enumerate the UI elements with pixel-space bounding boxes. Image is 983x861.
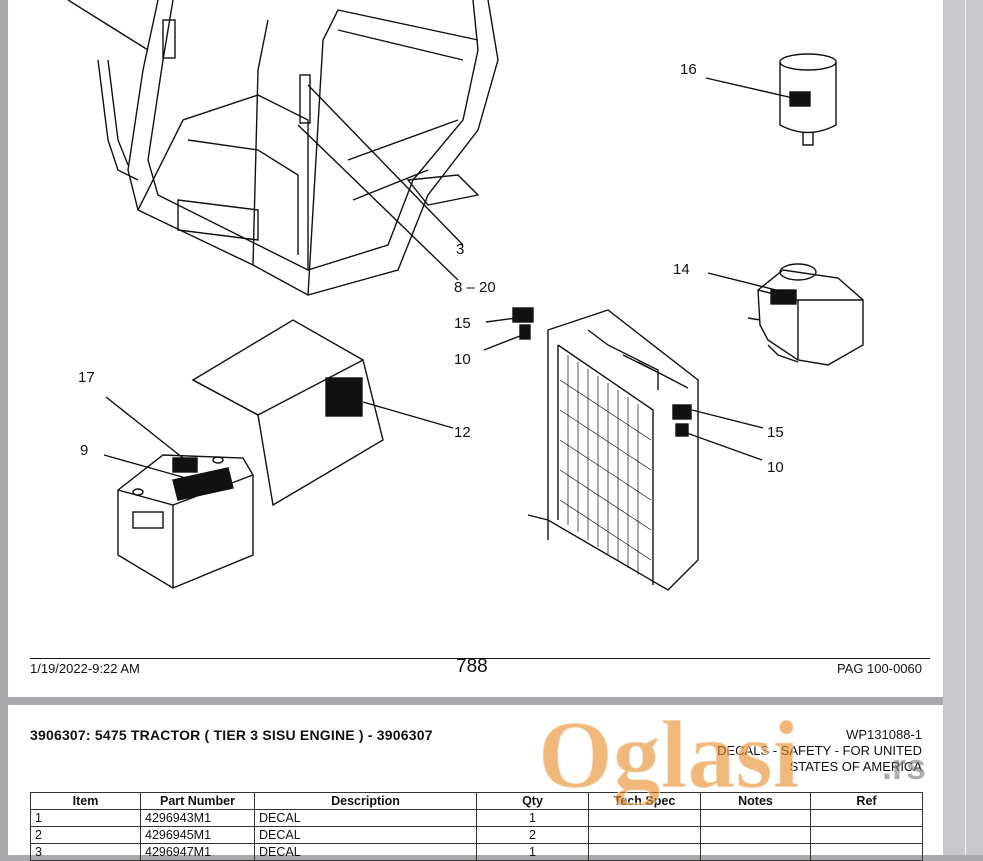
callout-17: 17 — [78, 369, 95, 386]
hood-panel-drawing — [191, 319, 384, 507]
cell-notes — [700, 843, 811, 861]
parts-diagram: 16 3 8 – 20 14 15 10 17 12 9 15 10 — [67, 0, 864, 591]
cell-qty: 1 — [476, 809, 589, 827]
diagram-page: 16 3 8 – 20 14 15 10 17 12 9 15 10 1/19/… — [8, 0, 943, 697]
cell-item: 3 — [30, 843, 141, 861]
callout-10-bottom: 10 — [767, 459, 784, 476]
cell-ref — [810, 809, 923, 827]
print-date: 1/19/2022-9:22 AM — [30, 661, 140, 676]
coolant-reservoir-drawing — [747, 263, 864, 366]
cell-qty: 1 — [476, 843, 589, 861]
callout-15-bottom: 15 — [767, 424, 784, 441]
cell-tech-spec — [588, 826, 701, 844]
callout-9: 9 — [80, 442, 88, 459]
cell-tech-spec — [588, 843, 701, 861]
radiator-drawing — [512, 307, 699, 591]
column-header-item: Item — [30, 792, 141, 810]
cell-tech-spec — [588, 809, 701, 827]
watermark-brand: Oglasi — [538, 701, 799, 805]
cell-item: 1 — [30, 809, 141, 827]
cell-item: 2 — [30, 826, 141, 844]
cell-qty: 2 — [476, 826, 589, 844]
table-row: 1 4296943M1 DECAL 1 — [30, 809, 923, 827]
callout-8-20: 8 – 20 — [454, 279, 496, 296]
cell-part-number: 4296947M1 — [140, 843, 255, 861]
viewer-background — [943, 0, 983, 855]
callout-12: 12 — [454, 424, 471, 441]
footer-divider — [30, 658, 930, 659]
page-reference: PAG 100-0060 — [836, 661, 922, 676]
cell-part-number: 4296943M1 — [140, 809, 255, 827]
column-header-ref: Ref — [810, 792, 923, 810]
cell-notes — [700, 826, 811, 844]
drawing-code: WP131088-1 — [846, 727, 922, 742]
table-row: 2 4296945M1 DECAL 2 — [30, 826, 923, 844]
column-header-part-number: Part Number — [140, 792, 255, 810]
battery-drawing — [117, 454, 254, 589]
watermark-suffix: .rs — [882, 746, 926, 787]
section-subtitle: DECALS - SAFETY - FOR UNITED STATES OF A… — [717, 743, 922, 774]
callout-16: 16 — [680, 61, 697, 78]
cell-notes — [700, 809, 811, 827]
cell-description: DECAL — [254, 843, 477, 861]
cell-ref — [810, 843, 923, 861]
tractor-cab-drawing — [67, 0, 499, 296]
column-header-description: Description — [254, 792, 477, 810]
document-title: 3906307: 5475 TRACTOR ( TIER 3 SISU ENGI… — [30, 727, 433, 743]
oglasi-watermark-logo: Oglasi .rs — [537, 700, 926, 805]
callout-14: 14 — [673, 261, 690, 278]
callout-15-top: 15 — [454, 315, 471, 332]
page-number: 788 — [456, 656, 488, 677]
callout-10-top: 10 — [454, 351, 471, 368]
table-row: 3 4296947M1 DECAL 1 — [30, 843, 923, 861]
cell-description: DECAL — [254, 809, 477, 827]
cell-ref — [810, 826, 923, 844]
cell-part-number: 4296945M1 — [140, 826, 255, 844]
callout-3: 3 — [456, 241, 464, 258]
expansion-tank-drawing — [779, 53, 837, 146]
cell-description: DECAL — [254, 826, 477, 844]
